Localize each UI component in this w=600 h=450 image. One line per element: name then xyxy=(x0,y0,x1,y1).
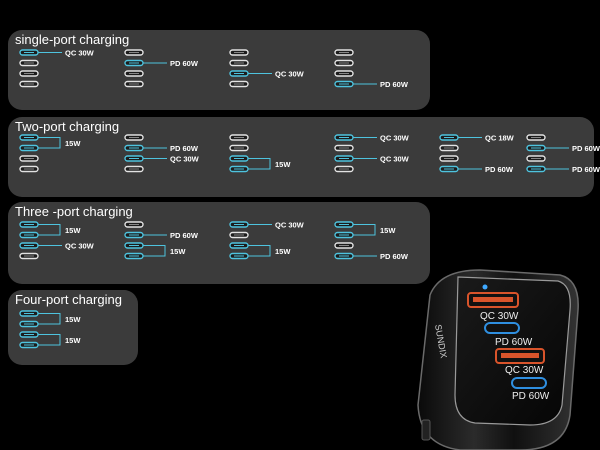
power-label: PD 60W xyxy=(170,59,199,68)
power-label: PD 60W xyxy=(485,165,514,174)
four-port-title: Four-port charging xyxy=(15,292,122,307)
power-label: 15W xyxy=(275,160,291,169)
single-port-title: single-port charging xyxy=(15,32,130,47)
power-label: QC 30W xyxy=(380,155,410,164)
connector-bracket xyxy=(38,137,61,149)
three-port-panel: Three -port charging xyxy=(8,202,430,284)
power-label: 15W xyxy=(65,139,81,148)
two-port-title: Two-port charging xyxy=(15,119,120,134)
product-port-label-2: PD 60W xyxy=(495,337,533,348)
connector-bracket xyxy=(353,224,376,236)
car-charger-product: SUNDIX QC 30W PD 60W QC 30W PD 60W xyxy=(417,269,579,450)
power-label: PD 60W xyxy=(170,231,199,240)
connector-bracket xyxy=(38,334,61,346)
power-label: 15W xyxy=(275,247,291,256)
power-label: QC 30W xyxy=(275,221,305,230)
connector-bracket xyxy=(38,224,61,236)
power-label: QC 30W xyxy=(380,134,410,143)
two-port-panel: Two-port charging xyxy=(8,117,594,197)
indicator-led xyxy=(482,284,488,290)
power-label: QC 30W xyxy=(65,242,95,251)
connector-bracket xyxy=(248,245,271,257)
power-label: QC 18W xyxy=(485,134,515,143)
power-label: QC 30W xyxy=(170,155,200,164)
power-label: 15W xyxy=(170,247,186,256)
single-port-panel: single-port charging xyxy=(8,30,430,110)
connector-bracket xyxy=(248,158,271,170)
power-label: QC 30W xyxy=(275,70,305,79)
power-label: 15W xyxy=(380,226,396,235)
usb-c-port-1 xyxy=(484,322,520,334)
power-label: QC 30W xyxy=(65,49,95,58)
power-label: PD 60W xyxy=(572,165,600,174)
power-label: PD 60W xyxy=(380,252,409,261)
product-port-label-3: QC 30W xyxy=(505,365,544,376)
product-port-label-4: PD 60W xyxy=(512,391,550,402)
power-label: PD 60W xyxy=(572,144,600,153)
connector-bracket xyxy=(38,313,61,325)
power-label: PD 60W xyxy=(380,80,409,89)
usb-c-port-2 xyxy=(511,377,547,389)
connector-bracket xyxy=(143,245,166,257)
three-port-title: Three -port charging xyxy=(15,204,133,219)
four-port-panel: Four-port charging xyxy=(8,290,138,365)
power-label: 15W xyxy=(65,336,81,345)
power-label: PD 60W xyxy=(170,144,199,153)
product-port-label-1: QC 30W xyxy=(480,311,519,322)
power-label: 15W xyxy=(65,226,81,235)
power-label: 15W xyxy=(65,315,81,324)
